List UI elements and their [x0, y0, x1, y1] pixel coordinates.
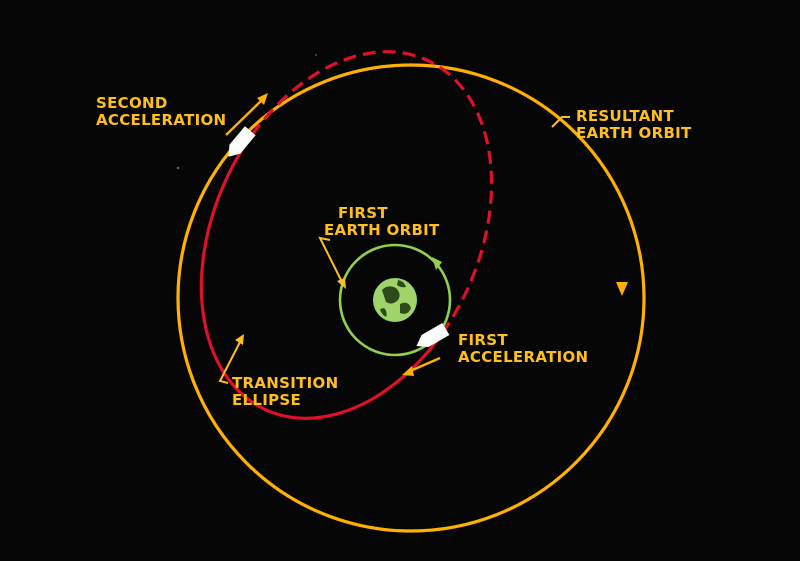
- dust-dot: [176, 166, 180, 170]
- transition-ellipse-solid: [199, 134, 443, 420]
- earth-globe-icon: [373, 278, 417, 322]
- transition-ellipse-dashed: [250, 50, 494, 336]
- label-first-acceleration: FIRST ACCELERATION: [458, 331, 588, 366]
- label-second-acceleration: SECOND ACCELERATION: [96, 94, 226, 129]
- first-earth-orbit-leader-arrow-icon: [337, 278, 346, 289]
- resultant-earth-orbit: [176, 63, 646, 533]
- first-earth-orbit-leader: [318, 236, 343, 283]
- second-acceleration-arrow-icon: [225, 93, 268, 136]
- first-acceleration-arrow-icon: [402, 356, 441, 376]
- transition-ellipse-leader: [218, 341, 241, 384]
- label-transition-ellipse: TRANSITION ELLIPSE: [232, 374, 344, 409]
- transition-ellipse-leader-arrow-icon: [235, 334, 244, 345]
- spacecraft-first-icon: [416, 322, 450, 348]
- dust-dot: [315, 54, 317, 56]
- label-resultant-earth-orbit: RESULTANT EARTH ORBIT: [576, 107, 692, 142]
- resultant-orbit-arrow-right-icon: [616, 282, 628, 296]
- first-earth-orbit: [338, 243, 452, 357]
- first-orbit-arrow-icon: [432, 257, 442, 270]
- resultant-orbit-leader: [551, 116, 570, 128]
- spacecraft-second-icon: [228, 126, 256, 157]
- label-first-earth-orbit: FIRST EARTH ORBIT: [324, 204, 440, 239]
